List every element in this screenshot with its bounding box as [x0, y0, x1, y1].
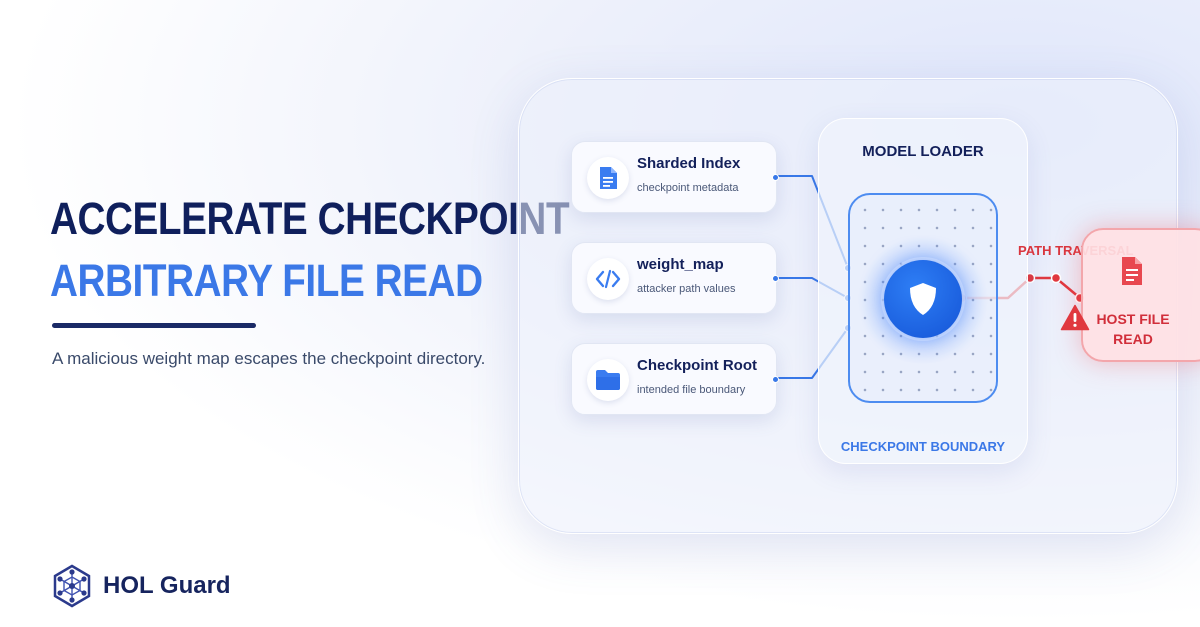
model-loader-title: MODEL LOADER [862, 143, 984, 160]
warning-triangle-icon [1060, 304, 1090, 331]
host-file-read-label: HOST FILE READ [1096, 311, 1170, 347]
card-title: Sharded Index [637, 155, 741, 172]
connector-dot [772, 174, 779, 181]
card-subtitle: intended file boundary [637, 384, 746, 396]
checkpoint-boundary-label: CHECKPOINT BOUNDARY [840, 439, 1006, 454]
card-subtitle: attacker path values [637, 283, 736, 295]
code-brackets-icon [587, 258, 629, 300]
file-icon [1122, 257, 1142, 285]
brand-name: HOL Guard [103, 572, 231, 599]
host-file-read-box [1081, 228, 1200, 362]
subtitle: A malicious weight map escapes the check… [52, 349, 486, 368]
input-card-checkpoint-root: Checkpoint Root intended file boundary [571, 343, 779, 415]
connector-dot [772, 275, 779, 282]
headline-line-2: ARBITRARY FILE READ [50, 255, 483, 306]
card-title: Checkpoint Root [637, 357, 757, 374]
shield-icon [910, 283, 936, 315]
headline-line-1: ACCELERATE CHECKPOINT [50, 193, 570, 244]
card-subtitle: checkpoint metadata [637, 182, 739, 194]
input-card-sharded-index: Sharded Index checkpoint metadata [571, 141, 779, 213]
folder-icon [587, 359, 629, 401]
connector-dot [772, 376, 779, 383]
hexagon-network-icon [53, 564, 91, 608]
loader-core [884, 260, 962, 338]
headline-divider [52, 323, 256, 328]
card-title: weight_map [637, 256, 724, 273]
document-icon [587, 157, 629, 199]
input-card-weight-map: weight_map attacker path values [571, 242, 779, 314]
